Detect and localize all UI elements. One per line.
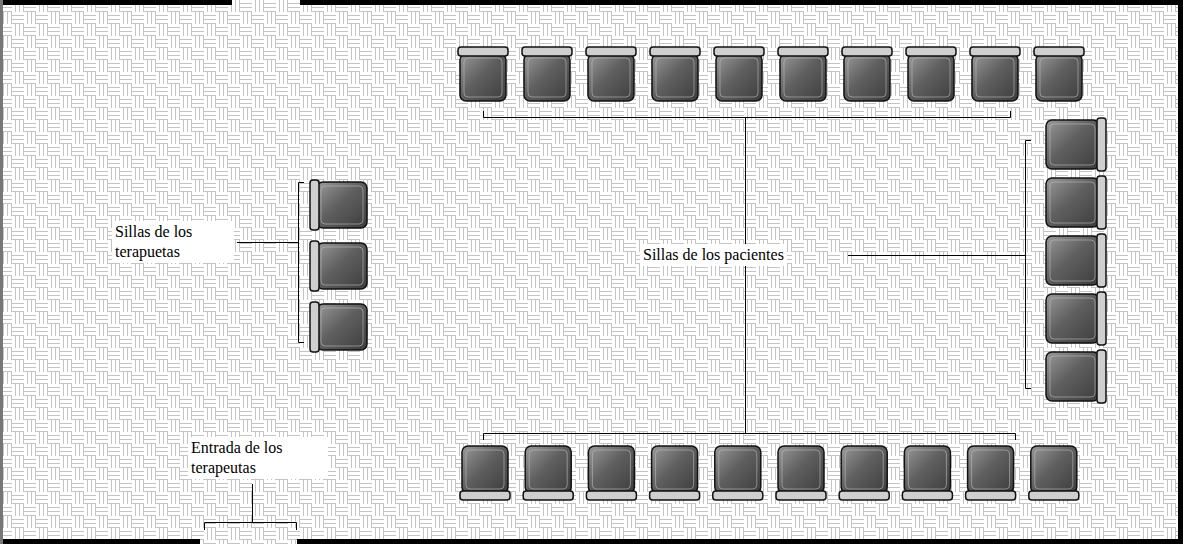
top-bracket bbox=[484, 111, 1011, 118]
chair bbox=[1029, 446, 1079, 500]
room-label: Sillas de los terapuetas bbox=[112, 221, 234, 263]
chair bbox=[458, 47, 508, 101]
leader-line bbox=[745, 118, 746, 434]
chair bbox=[1046, 292, 1106, 345]
chair bbox=[776, 446, 826, 500]
chair bbox=[586, 446, 636, 500]
chair bbox=[310, 180, 367, 230]
chair bbox=[650, 47, 700, 101]
room-label: Sillas de los pacientes bbox=[640, 244, 787, 266]
left-bracket bbox=[299, 183, 305, 343]
chair bbox=[310, 241, 367, 291]
chair bbox=[842, 47, 892, 101]
bottom-bracket bbox=[484, 434, 1016, 441]
chair bbox=[1046, 176, 1106, 229]
chair bbox=[778, 47, 828, 101]
chair bbox=[523, 446, 573, 500]
room-label: Entrada de los terapeutas bbox=[188, 437, 328, 479]
door-bracket bbox=[205, 523, 297, 531]
chair bbox=[522, 47, 572, 101]
leader-line bbox=[237, 242, 299, 243]
chair bbox=[970, 47, 1020, 101]
chair bbox=[966, 446, 1016, 500]
chair bbox=[586, 47, 636, 101]
chair bbox=[902, 446, 952, 500]
chair bbox=[650, 446, 700, 500]
chair bbox=[310, 302, 367, 352]
chair bbox=[1046, 118, 1106, 171]
chair bbox=[713, 446, 763, 500]
chair bbox=[1046, 234, 1106, 287]
brackets bbox=[205, 111, 1032, 530]
chair bbox=[1034, 47, 1084, 101]
chair bbox=[839, 446, 889, 500]
leader-line bbox=[848, 255, 1026, 256]
chair bbox=[714, 47, 764, 101]
chair bbox=[1046, 350, 1106, 403]
right-bracket bbox=[1026, 141, 1032, 389]
leader-line bbox=[252, 484, 253, 523]
chairs bbox=[310, 47, 1106, 500]
chair bbox=[906, 47, 956, 101]
chair bbox=[460, 446, 510, 500]
